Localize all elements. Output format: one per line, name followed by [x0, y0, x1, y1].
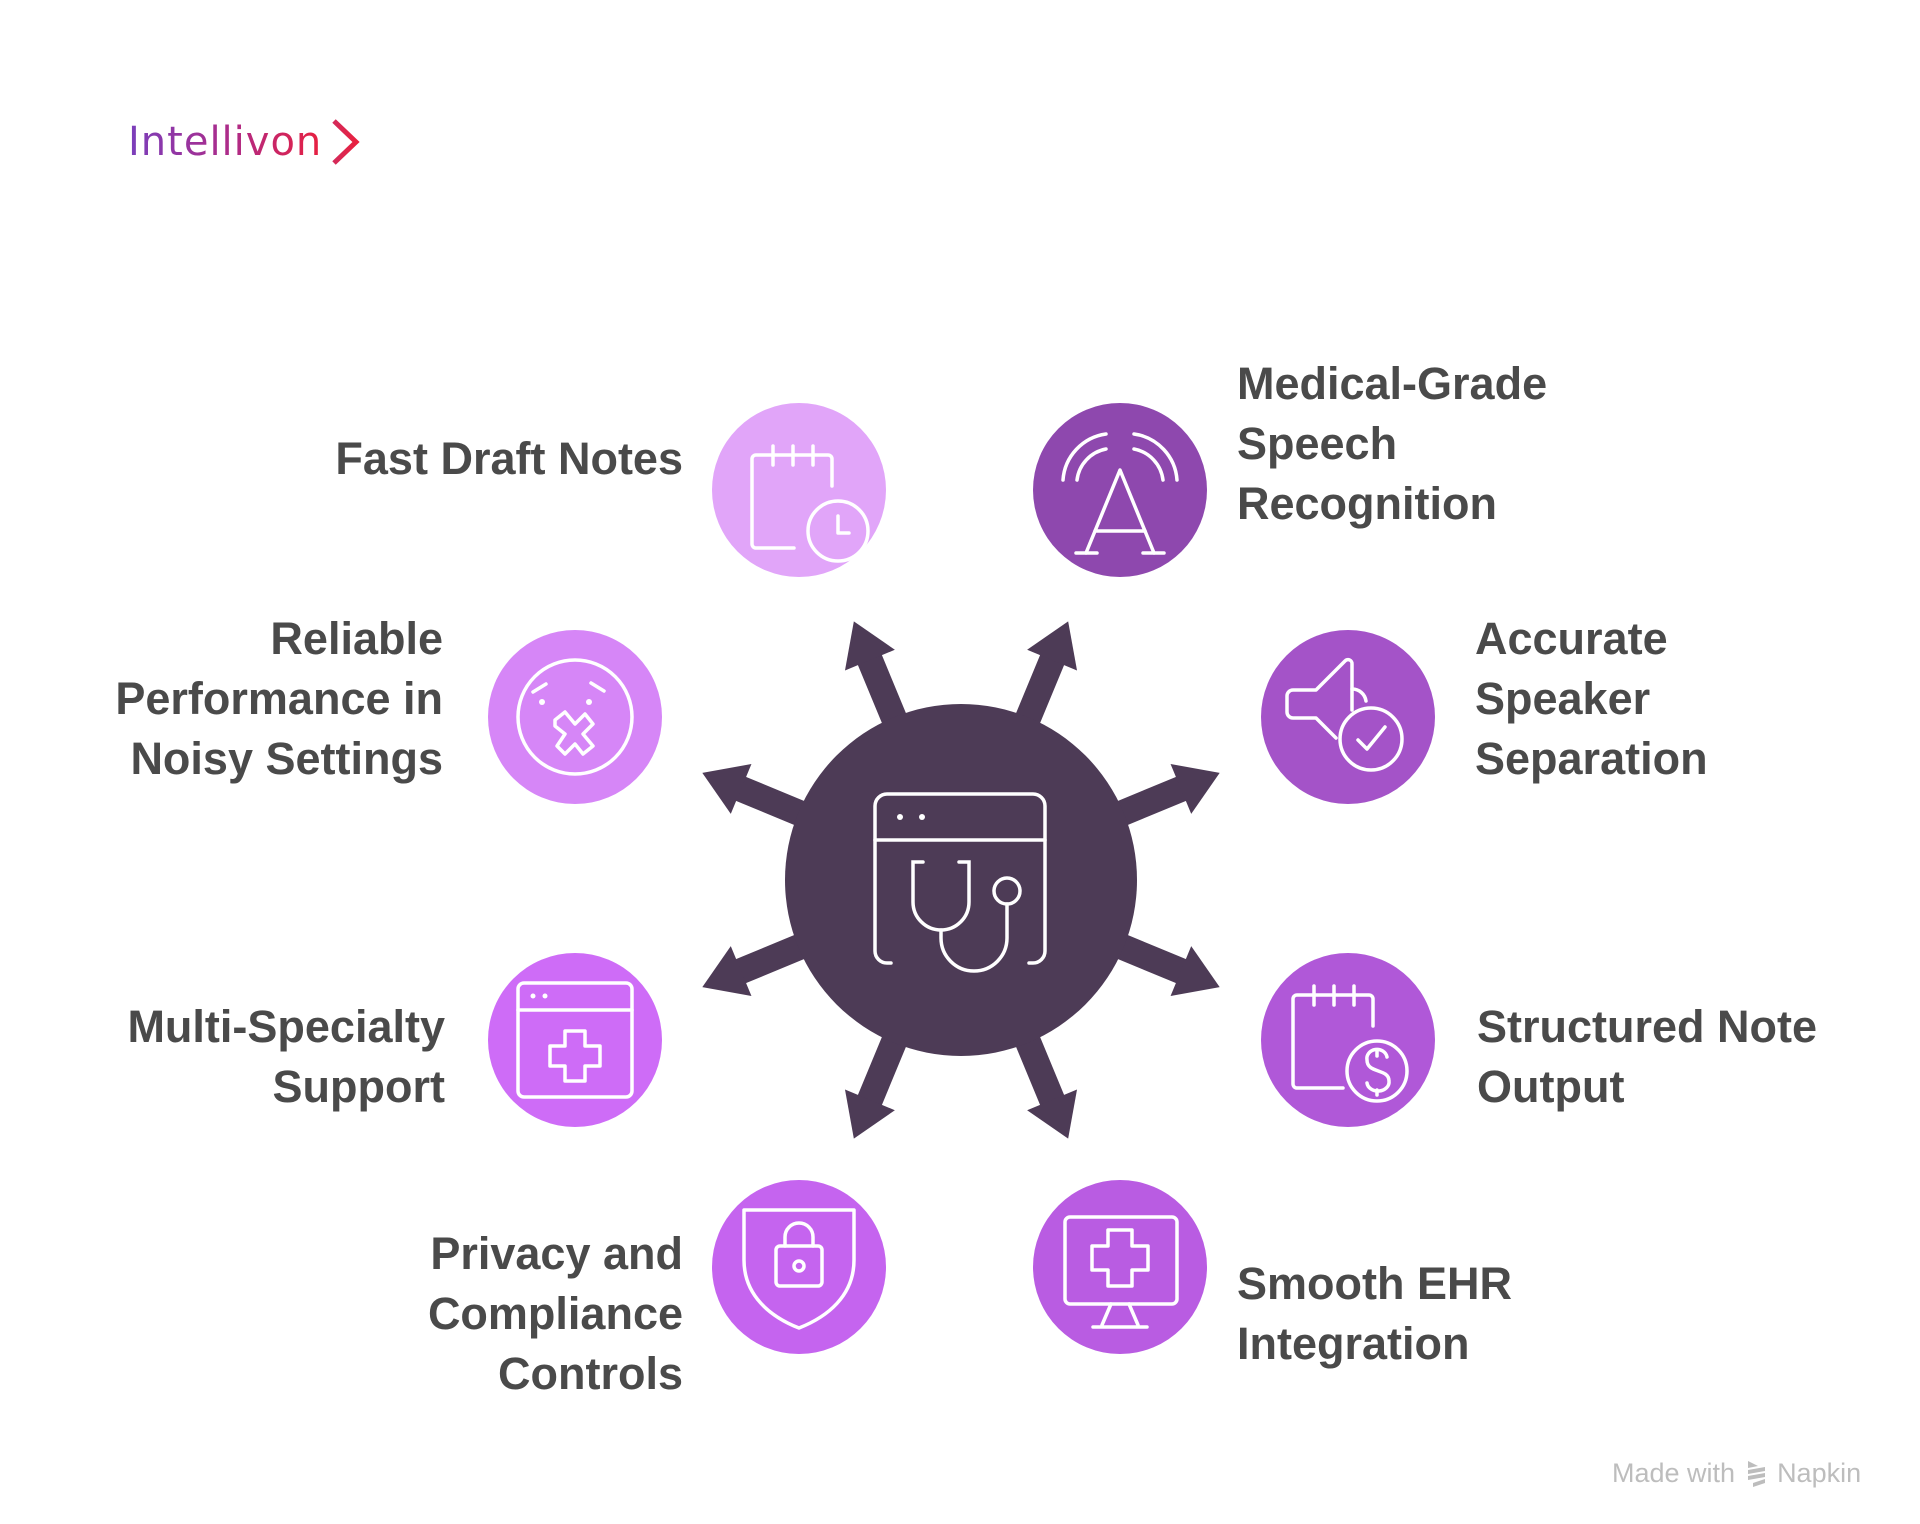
- brand-logo: Intellivon: [128, 112, 362, 172]
- monitor-medical-cross-icon: [1063, 1215, 1179, 1329]
- label-line: Privacy and: [430, 1228, 683, 1279]
- feature-label-reliable-performance-in-noisy-settings: Reliable Performance in Noisy Settings: [115, 609, 443, 789]
- label-line: Support: [272, 1061, 445, 1112]
- label-line: Output: [1477, 1061, 1625, 1112]
- label-line: Separation: [1475, 733, 1708, 784]
- feature-label-accurate-speaker-separation: Accurate Speaker Separation: [1475, 609, 1708, 789]
- brand-name: Intellivon: [128, 112, 322, 172]
- calendar-clock-icon: [750, 444, 870, 563]
- hub-circle: [785, 704, 1137, 1056]
- label-line: Speech: [1237, 418, 1398, 469]
- speaker-check-icon: [1285, 657, 1404, 772]
- feature-label-privacy-and-compliance-controls: Privacy and Compliance Controls: [428, 1224, 683, 1404]
- label-line: Recognition: [1237, 478, 1497, 529]
- chevron-right-icon: [332, 119, 360, 165]
- watermark-prefix: Made with: [1612, 1458, 1736, 1488]
- broadcast-letter-a-icon: [1061, 432, 1179, 555]
- feature-node-privacy-and-compliance-controls: [712, 1180, 886, 1354]
- feature-node-smooth-ehr-integration: [1033, 1180, 1207, 1354]
- feature-label-smooth-ehr-integration: Smooth EHR Integration: [1237, 1254, 1512, 1374]
- label-line: Accurate: [1475, 613, 1668, 664]
- feature-node-fast-draft-notes: [712, 403, 886, 577]
- feature-node-accurate-speaker-separation: [1261, 630, 1435, 804]
- feature-node-multi-specialty-support: [488, 953, 662, 1127]
- browser-stethoscope-icon: [873, 792, 1047, 973]
- label-line: Speaker: [1475, 673, 1651, 724]
- feature-label-fast-draft-notes: Fast Draft Notes: [335, 429, 683, 489]
- feature-node-structured-note-output: [1261, 953, 1435, 1127]
- label-line: Smooth EHR: [1237, 1258, 1512, 1309]
- label-line: Reliable: [270, 613, 443, 664]
- label-line: Fast Draft Notes: [335, 433, 683, 484]
- feature-label-multi-specialty-support: Multi-Specialty Support: [127, 997, 445, 1117]
- face-mouth-taped-icon: [516, 658, 634, 776]
- label-line: Medical-Grade: [1237, 358, 1548, 409]
- feature-node-reliable-performance-in-noisy-settings: [488, 630, 662, 804]
- label-line: Noisy Settings: [130, 733, 443, 784]
- made-with-napkin-watermark[interactable]: Made with Napkin: [1612, 1458, 1861, 1489]
- label-line: Compliance: [427, 1288, 683, 1339]
- feature-label-structured-note-output: Structured Note Output: [1477, 997, 1817, 1117]
- calendar-dollar-icon: [1291, 984, 1409, 1103]
- shield-lock-icon: [742, 1208, 856, 1330]
- label-line: Structured Note: [1477, 1001, 1818, 1052]
- label-line: Controls: [498, 1348, 683, 1399]
- napkin-logo-icon: [1748, 1460, 1766, 1487]
- label-line: Multi-Specialty: [127, 1001, 445, 1052]
- feature-label-medical-grade-speech-recognition: Medical-Grade Speech Recognition: [1237, 354, 1547, 534]
- label-line: Performance in: [115, 673, 443, 724]
- watermark-brand: Napkin: [1777, 1458, 1862, 1488]
- feature-node-medical-grade-speech-recognition: [1033, 403, 1207, 577]
- browser-medical-cross-icon: [516, 981, 634, 1099]
- label-line: Integration: [1237, 1318, 1470, 1369]
